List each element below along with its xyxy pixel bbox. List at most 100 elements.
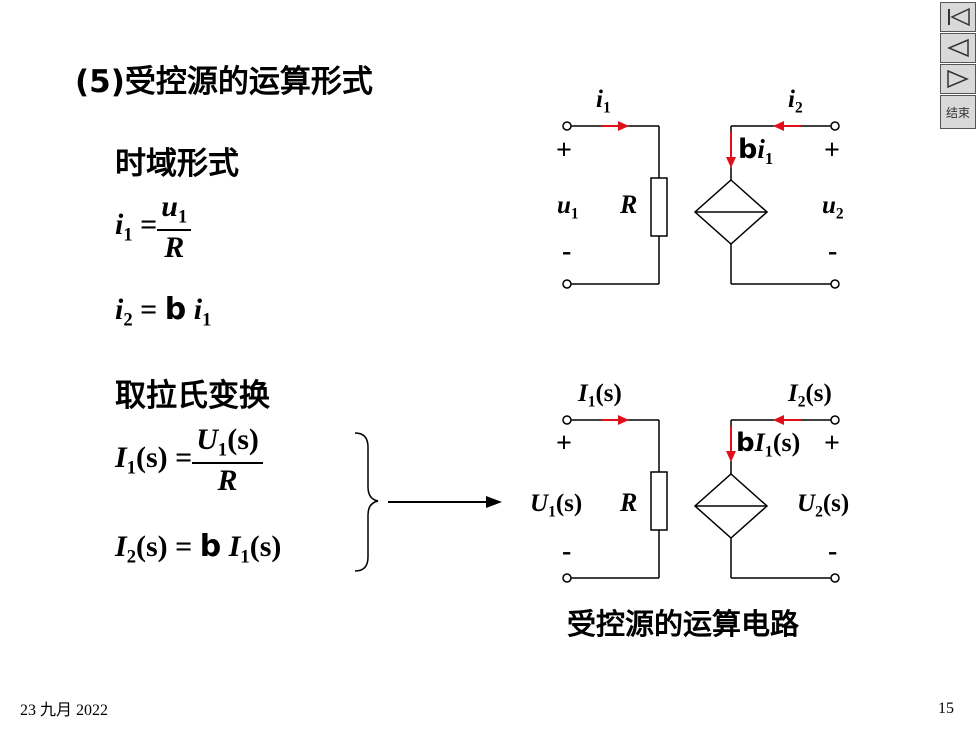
label-sub: 1 [570,205,579,223]
minus-left-1: - [562,236,572,267]
terminal [830,415,840,425]
time-eq-1: i1 = u1 R [115,190,192,265]
label-var: i [788,86,795,113]
laplace-heading: 取拉氏变换 [115,378,270,414]
prev-slide-icon [947,38,969,58]
current-arrow-I2 [773,415,784,425]
eq-arg: (s) [135,441,168,475]
label-arg: (s) [805,380,832,407]
eq-den: R [164,230,185,264]
beta-symbol: b [164,292,187,327]
label-R-2: R [620,488,638,517]
current-arrow-source [726,157,736,168]
terminal [830,121,840,131]
minus-right-2: - [828,536,838,567]
laplace-eq-1: I1(s) = U1(s) R [115,423,263,498]
label-var: I [788,380,798,407]
plus-left-1: + [556,135,572,166]
brace-arrow-graphic [354,432,502,572]
nav-next-button[interactable] [940,64,976,94]
eq-arg: (s) [227,423,259,456]
label-sub: 1 [764,443,773,461]
label-R-1: R [620,190,638,219]
terminal [562,279,572,289]
label-u2: u2 [822,192,844,223]
nav-end-label: 结束 [945,105,970,120]
plus-right-2: + [824,428,840,459]
page-number: 15 [938,700,954,717]
minus-right-1: - [828,236,838,267]
eq-den: R [217,463,238,497]
fraction: u1 R [157,190,192,265]
eq-sub: 2 [126,546,136,568]
label-i2: i2 [788,86,803,117]
current-arrow-source [726,451,736,462]
nav-end-button[interactable]: 结束 [940,95,976,129]
label-arg: (s) [555,490,583,517]
eq-sub: 1 [240,546,250,568]
label-var: I [754,428,765,457]
eq-arg: (s) [135,530,168,563]
fraction: U1(s) R [192,423,263,498]
next-slide-icon [947,69,969,89]
eq-var: i [115,208,124,242]
eq-sub: 2 [123,309,133,331]
eq-sign: = [140,293,158,326]
label-sub: 1 [602,99,611,117]
terminal [562,573,572,583]
label-I2s: I2(s) [788,380,832,411]
resistor [650,177,668,237]
eq-sign: = [175,530,193,563]
terminal [830,573,840,583]
label-sub: 2 [835,205,844,223]
eq-sign: = [140,208,158,242]
eq-arg: (s) [249,530,282,563]
resistor [650,471,668,531]
label-sub: 1 [587,393,596,411]
label-var: I [578,380,588,407]
label-I1s: I1(s) [578,380,622,411]
label-var: U [797,490,816,517]
beta-symbol: b [199,529,222,564]
eq-var: i [115,293,124,326]
transform-arrow-head [486,496,502,508]
eq-sub: 1 [202,309,212,331]
label-var: i [596,86,603,113]
terminal [830,279,840,289]
eq-sub: 1 [217,439,228,461]
eq-var: I [228,530,241,563]
label-arg: (s) [772,428,801,457]
eq-var: U [196,423,218,456]
label-var: u [557,192,571,219]
current-arrow-i2 [773,121,784,131]
footer-date: 23 九月 2022 [20,702,109,719]
beta-symbol: b [738,134,758,165]
time-eq-2: i2 = b i1 [115,292,211,332]
label-U1s: U1(s) [530,490,582,521]
time-domain-heading: 时域形式 [115,146,239,182]
nav-first-button[interactable] [940,2,976,32]
label-source-2: bI1(s) [736,428,800,462]
label-var: i [757,134,765,164]
label-var: u [822,192,836,219]
plus-left-2: + [556,428,572,459]
plus-right-1: + [824,135,840,166]
label-sub: 2 [797,393,806,411]
label-sub: 1 [548,503,556,521]
label-u1: u1 [557,192,579,223]
label-arg: (s) [595,380,622,407]
label-sub: 1 [764,148,774,168]
eq-sub: 1 [126,457,136,479]
eq-sign: = [175,441,193,475]
label-var: U [530,490,549,517]
nav-prev-button[interactable] [940,33,976,63]
eq-var: i [193,293,203,326]
circuit-caption: 受控源的运算电路 [567,607,800,641]
laplace-eq-2: I2(s) = b I1(s) [115,529,281,569]
label-source-1: bi1 [738,134,773,169]
circuit-s-domain [562,415,840,583]
label-arg: (s) [822,490,850,517]
circuit-time-domain [562,121,840,289]
minus-left-2: - [562,536,572,567]
current-arrow-i1 [618,121,629,131]
